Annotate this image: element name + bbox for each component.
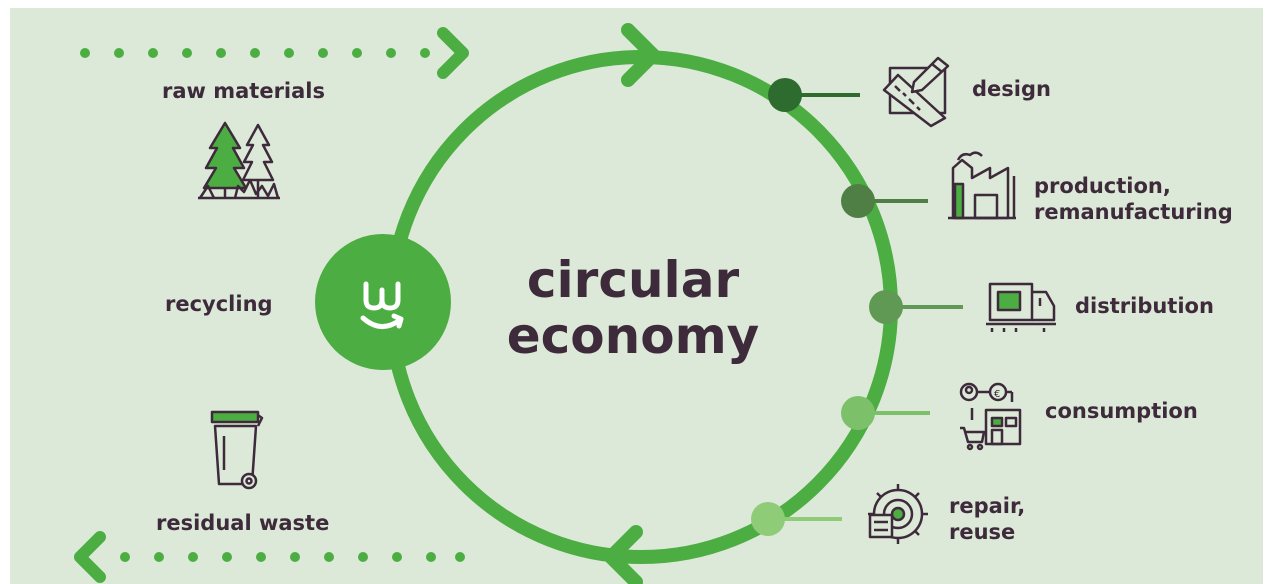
- production-label-line-1: production,: [1034, 174, 1171, 198]
- factory-icon: [948, 151, 1016, 220]
- residual-waste-label: residual waste: [156, 511, 330, 535]
- gear-repair-icon: [868, 484, 928, 544]
- shopping-icon: €: [959, 382, 1022, 451]
- repair-label: repair, reuse: [949, 493, 1025, 545]
- design-node: [768, 78, 802, 112]
- diagram-background: [10, 8, 1263, 584]
- recycling-label: recycling: [165, 292, 273, 316]
- trees-icon: [198, 121, 280, 200]
- production-label-line-2: remanufacturing: [1034, 200, 1233, 224]
- ring-arrow-top-icon: [621, 23, 660, 87]
- ring-arrow-bottom-icon: [604, 525, 643, 584]
- raw-materials-dotted-arrow: [80, 48, 430, 58]
- logo-smile-icon: [360, 281, 404, 329]
- repair-node: [751, 502, 785, 536]
- consumption-label: consumption: [1045, 399, 1198, 423]
- raw-materials-label: raw materials: [162, 79, 325, 103]
- title-line-1: circular: [526, 251, 740, 309]
- residual-waste-arrowhead-icon: [74, 531, 106, 583]
- production-label: production, remanufacturing: [1034, 173, 1233, 225]
- design-label: design: [972, 77, 1051, 101]
- drafting-icon: [882, 56, 950, 128]
- svg-text:€: €: [994, 389, 1000, 400]
- residual-waste-dotted-arrow: [120, 552, 465, 562]
- title-line-2: economy: [506, 307, 760, 365]
- production-node: [841, 184, 875, 218]
- repair-label-line-1: repair,: [949, 494, 1026, 518]
- repair-label-line-2: reuse: [949, 520, 1016, 544]
- trash-bin-icon: [210, 410, 264, 490]
- delivery-truck-icon: [986, 282, 1056, 332]
- diagram-title: circular economy: [498, 252, 768, 364]
- distribution-node: [869, 290, 903, 324]
- distribution-label: distribution: [1075, 294, 1214, 318]
- raw-materials-arrowhead-icon: [437, 27, 469, 79]
- consumption-node: [841, 396, 875, 430]
